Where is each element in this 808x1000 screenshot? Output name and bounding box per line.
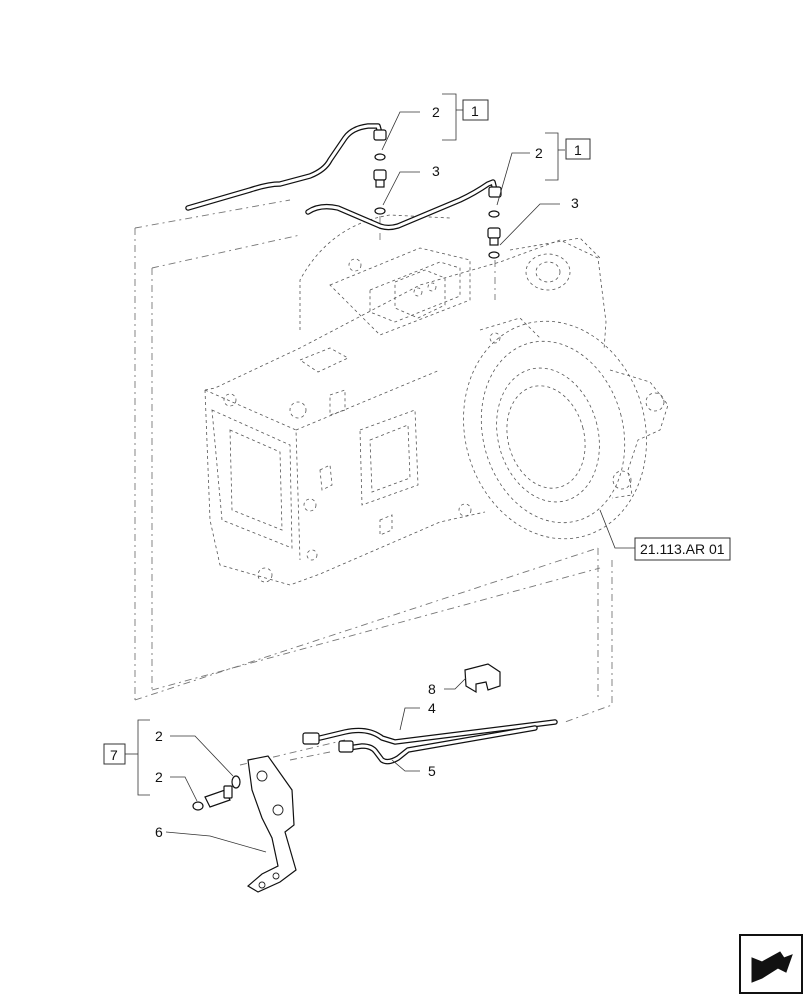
ref-box-7-label: 7 [110, 747, 118, 763]
callout-6: 6 [155, 824, 163, 840]
group-brackets [125, 93, 565, 796]
callout-2-top-left: 2 [432, 104, 440, 120]
phantom-outline [134, 199, 613, 766]
lower-fittings [192, 775, 241, 811]
lower-pipe-5 [302, 725, 538, 765]
callout-5: 5 [428, 763, 436, 779]
ref-box-1-top-left [462, 99, 489, 121]
housing-ref-label: 21.113.AR 01 [640, 541, 725, 557]
callout-2-lower: 2 [155, 769, 163, 785]
ref-box-1-top-right-label: 1 [574, 142, 582, 158]
callout-3-top-left: 3 [432, 163, 440, 179]
transmission-housing [204, 214, 669, 586]
callout-2-lower-upper: 2 [155, 728, 163, 744]
callout-3-top-right: 3 [571, 195, 579, 211]
upper-fittings [373, 153, 501, 259]
lower-pipe-4 [317, 719, 558, 745]
ref-box-7 [103, 743, 126, 765]
callout-4: 4 [428, 700, 436, 716]
ref-box-1-top-right [565, 138, 591, 160]
housing-ref-box[interactable] [634, 537, 731, 561]
clip-part-8 [464, 663, 501, 694]
callout-8: 8 [428, 681, 436, 697]
next-page-arrow-icon[interactable] [739, 934, 803, 994]
leader-lines [165, 111, 635, 853]
upper-pipe-left [185, 123, 387, 211]
callout-2-top-right: 2 [535, 145, 543, 161]
bracket-part-6 [246, 755, 297, 893]
ref-box-1-top-left-label: 1 [471, 103, 479, 119]
upper-pipe-right [305, 179, 502, 231]
